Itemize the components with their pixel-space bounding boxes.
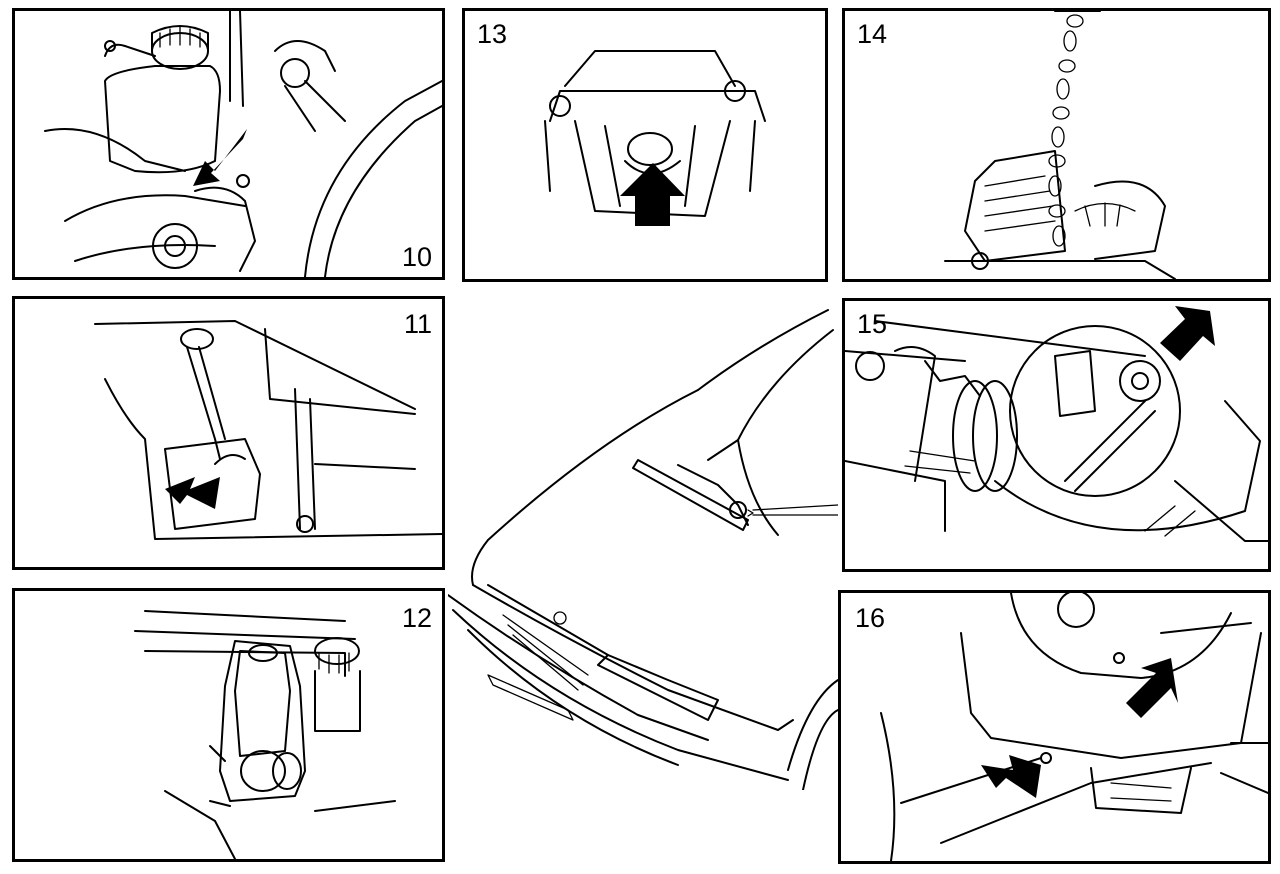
arrow-mark (620, 163, 685, 226)
panel-13-drawing (544, 50, 766, 226)
panel-12: 12 (12, 588, 445, 862)
arrow-mark (1126, 658, 1178, 718)
panel-16: 16 (838, 590, 1271, 864)
panel-15: 15 (842, 298, 1271, 572)
panel-13: 13 (462, 8, 828, 282)
panel-14: 14 (842, 8, 1271, 282)
pointer-line (752, 504, 839, 516)
panel-label: 13 (477, 19, 508, 49)
panel-label: 16 (855, 603, 886, 633)
arrow-mark (981, 755, 1041, 798)
panel-label: 15 (857, 309, 888, 339)
panel-10: 10 (12, 8, 445, 280)
panel-label: 10 (401, 242, 432, 272)
panel-15-drawing (845, 306, 1268, 542)
arrow-mark (165, 477, 220, 509)
arrow-mark (193, 129, 247, 186)
panel-10-drawing (44, 11, 442, 277)
panel-11: 11 (12, 296, 445, 570)
panel-16-drawing (880, 593, 1268, 861)
panel-12-drawing (134, 610, 396, 859)
panel-label: 11 (403, 309, 432, 339)
panel-14-drawing (944, 11, 1176, 279)
car-illustration (447, 300, 839, 791)
panel-11-drawing (94, 320, 442, 540)
panel-label: 14 (857, 19, 888, 49)
car-drawing (447, 309, 839, 791)
panel-label: 12 (401, 603, 432, 633)
chain (1048, 14, 1084, 247)
arrow-mark (1160, 306, 1215, 361)
